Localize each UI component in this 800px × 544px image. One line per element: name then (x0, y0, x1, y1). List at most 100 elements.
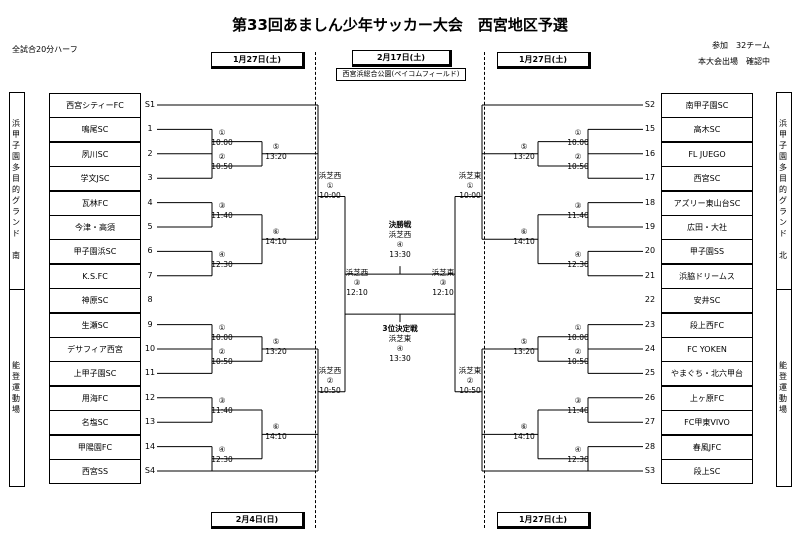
venue-name-right-bottom: 能登運動場 (778, 360, 788, 415)
right-seed-8: 21 (644, 270, 656, 280)
right-team-11: FC YOKEN (661, 337, 753, 362)
left-team-14: 名塩SC (49, 410, 141, 436)
date-top-center: 2月17日(土) (352, 50, 452, 67)
venue-char: 多 (12, 163, 20, 172)
left-r1-match-1-line: ① (218, 127, 226, 137)
right-seed-6: 19 (644, 222, 656, 231)
venue-char: 園 (779, 152, 787, 161)
left-team-7: 甲子園浜SC (49, 239, 141, 265)
right-seed-15: 28 (644, 441, 656, 451)
venue-char: グ (12, 196, 20, 205)
left-r1-match-4-line: ④ (218, 249, 226, 259)
venue-char: 甲 (12, 130, 20, 139)
left-seed-9: 8 (147, 295, 153, 305)
right-r1-match-3-line: ③ (574, 200, 582, 210)
left-seed-7: 6 (147, 246, 153, 256)
left-team-8: K.S.FC (49, 263, 141, 289)
right-r2-match-1-line: ⑤ (520, 141, 528, 151)
third-place-match-line: 浜芝東 (388, 334, 412, 344)
date-top-right: 1月27日(土) (497, 52, 591, 69)
venue-char: 運 (12, 383, 20, 392)
venue-char: 能 (12, 361, 20, 370)
right-r1-match-7-line: 11:40 (567, 406, 589, 415)
right-team-13: 上ヶ原FC (661, 385, 753, 411)
left-seed-3: 2 (147, 148, 153, 158)
right-seed-10: 23 (644, 319, 656, 329)
right-team-12: やまぐち・北六甲台 (661, 361, 753, 387)
venue-char: ラ (779, 207, 787, 216)
right-r1-match-1-line: ① (574, 127, 582, 137)
left-seed-4: 3 (147, 173, 153, 183)
participant-count: 参加 32チーム (712, 41, 770, 50)
left-r2-match-1-line: 13:20 (265, 151, 287, 161)
left-seed-14: 13 (144, 417, 156, 427)
right-sf-match-line: 浜芝東 (431, 268, 455, 278)
qualification-note: 本大会出場 確認中 (698, 57, 770, 66)
date-bottom-right: 1月27日(土) (497, 512, 591, 529)
divider-right (484, 52, 485, 528)
venue-char: ラ (12, 207, 20, 216)
right-qf-match-1-line: 10:00 (459, 190, 481, 200)
left-r1-match-6-line: 10:50 (211, 357, 233, 367)
right-r1-match-8-line: ④ (574, 444, 582, 454)
third-place-match-line: 3位決定戦 (382, 324, 418, 334)
venue-char: 北 (779, 251, 787, 260)
left-r1-match-5-line: 10:00 (211, 332, 233, 342)
right-r1-match-7-line: ③ (574, 396, 582, 405)
left-qf-match-2-line: 10:50 (319, 385, 341, 395)
right-r2-match-3-line: ⑤ (520, 337, 528, 346)
left-qf-match-1-line: 10:00 (319, 190, 341, 200)
left-r1-match-5-line: ① (218, 322, 226, 332)
right-seed-4: 17 (644, 173, 656, 183)
venue-char: 場 (12, 405, 20, 414)
right-seed-11: 24 (644, 344, 656, 353)
left-team-12: 上甲子園SC (49, 361, 141, 387)
left-r1-match-2-line: ② (218, 152, 226, 161)
left-seed-2: 1 (147, 124, 153, 134)
venue-char: ド (779, 229, 787, 238)
right-sf-match-line: 12:10 (432, 288, 454, 298)
left-r1-match-7-line: 11:40 (211, 406, 233, 415)
left-r2-match-2-line: 14:10 (265, 237, 287, 247)
left-r1-match-1-line: 10:00 (211, 137, 233, 147)
right-seed-16: S3 (644, 466, 656, 475)
final-match-line: 13:30 (389, 250, 411, 260)
right-r1-match-5-line: 10:00 (567, 332, 589, 342)
right-seed-12: 25 (644, 368, 656, 378)
right-team-1: 南甲子園SC (661, 93, 753, 118)
left-team-6: 今津・高須 (49, 215, 141, 240)
venue-char: 登 (779, 372, 787, 381)
right-qf-match-2-line: 10:50 (459, 385, 481, 395)
right-seed-13: 26 (644, 392, 656, 402)
left-seed-1: S1 (144, 100, 156, 109)
left-seed-10: 9 (147, 319, 153, 329)
right-r2-match-4-line: ⑥ (520, 422, 528, 432)
venue-char: ド (12, 229, 20, 238)
final-match-line: ④ (396, 240, 404, 250)
right-r1-match-2-line: 10:50 (567, 162, 589, 171)
venue-char: 甲 (779, 130, 787, 139)
right-r2-match-2-line: 14:10 (513, 237, 535, 247)
right-team-4: 西宮SC (661, 166, 753, 192)
right-seed-7: 20 (644, 246, 656, 256)
right-r1-match-2-line: ② (574, 152, 582, 161)
left-seed-13: 12 (144, 392, 156, 402)
venue-name-left-bottom: 能登運動場 (11, 360, 21, 415)
left-team-11: デサフィア西宮 (49, 337, 141, 362)
venue-char: 浜 (12, 119, 20, 128)
